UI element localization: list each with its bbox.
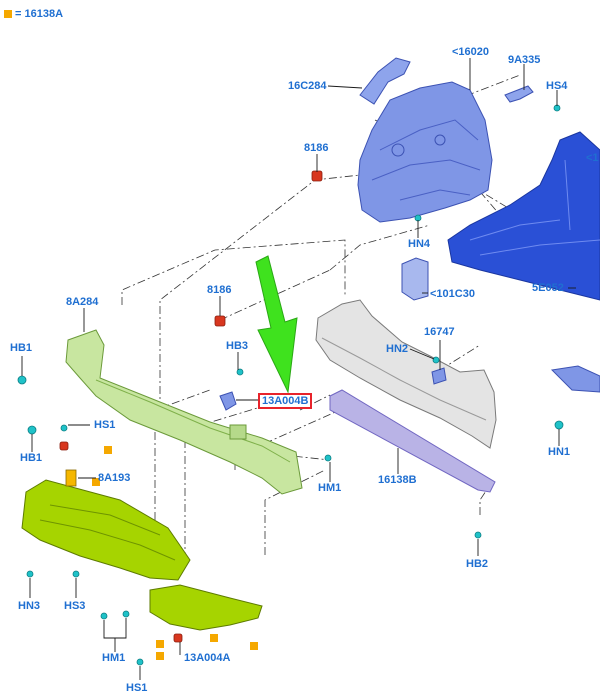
label-hn1: HN1 <box>548 446 571 458</box>
marker-16138a-5-icon <box>156 640 164 648</box>
marker-16138a-4-icon <box>250 642 258 650</box>
reference-markers <box>92 446 258 660</box>
label-hs1-upper: HS1 <box>94 419 116 431</box>
fender-apron-16020 <box>357 81 493 223</box>
clip-8a193-icon <box>65 469 77 487</box>
label-hm1-lower: HM1 <box>102 652 126 664</box>
nut-hm1-lower-left-icon <box>100 612 108 620</box>
label-hs1-lower: HS1 <box>126 682 148 694</box>
bracket-16c284 <box>359 57 411 105</box>
label-8186-upper: 8186 <box>304 142 329 154</box>
legend: = 16138A <box>4 8 63 20</box>
bolt-hb1-lower-icon <box>27 425 37 435</box>
label-16c284: 16C284 <box>288 80 327 92</box>
label-hs3: HS3 <box>64 600 86 612</box>
bolt-hb3-icon <box>236 368 244 376</box>
label-8186-lower: 8186 <box>207 284 232 296</box>
screw-hs3-icon <box>72 570 80 578</box>
marker-16138a-1-icon <box>104 446 112 454</box>
nut-hn3-icon <box>26 570 34 578</box>
clip-8186-lower-icon <box>214 315 226 327</box>
label-8a193: 8A193 <box>98 472 131 484</box>
label-hb2: HB2 <box>466 558 489 570</box>
radiator-support-8a284 <box>65 329 303 495</box>
bracket-9a335 <box>504 85 534 103</box>
label-9a335: 9A335 <box>508 54 541 66</box>
bracket-right-edge <box>550 365 600 393</box>
label-hn3: HN3 <box>18 600 41 612</box>
label-16020: <16020 <box>452 46 490 58</box>
screw-hs1-icon <box>60 424 68 432</box>
label-5e052: 5E052 <box>532 282 564 294</box>
label-16138b: 16138B <box>378 474 417 486</box>
label-8a284: 8A284 <box>66 296 99 308</box>
pointer-arrow-icon <box>255 255 298 394</box>
clip-13a004a-icon <box>173 633 183 643</box>
clips-8186 <box>59 170 323 643</box>
label-hm1-upper: HM1 <box>318 482 342 494</box>
label-16747: 16747 <box>424 326 455 338</box>
label-hb1-upper: HB1 <box>10 342 33 354</box>
fasteners <box>17 104 564 666</box>
nut-hn2-icon <box>432 356 440 364</box>
bolt-hb1-upper-icon <box>17 375 27 385</box>
label-1-right: <1 <box>586 152 599 164</box>
leader-lines <box>21 58 576 680</box>
legend-text: = 16138A <box>15 8 64 20</box>
absorber-16138b <box>329 389 496 493</box>
label-hb3: HB3 <box>226 340 249 352</box>
bumper-reinforcement <box>315 299 497 449</box>
marker-16138a-6-icon <box>156 652 164 660</box>
nut-hm1-lower-right-icon <box>122 610 130 618</box>
label-hs4: HS4 <box>546 80 568 92</box>
clip-lower-left-icon <box>59 441 69 451</box>
bracket-13a004b <box>219 391 237 411</box>
bracket-101c30 <box>401 257 429 301</box>
nut-hm1-icon <box>324 454 332 462</box>
nut-hn1-icon <box>554 420 564 430</box>
marker-16138a-3-icon <box>210 634 218 642</box>
label-13a004a: 13A004A <box>184 652 231 664</box>
side-panel-part-1 <box>447 131 600 301</box>
label-101c30: <101C30 <box>430 288 475 300</box>
label-13a004b-highlighted: 13A004B <box>258 393 313 409</box>
label-hn4: HN4 <box>408 238 431 250</box>
bolt-hb2-icon <box>474 531 482 539</box>
label-hb1-lower: HB1 <box>20 452 43 464</box>
marker-16138a-2-icon <box>92 478 100 486</box>
legend-swatch-icon <box>4 10 12 18</box>
label-hn2: HN2 <box>386 343 409 355</box>
lower-shield-8a193 <box>21 479 263 631</box>
clip-8186-upper-icon <box>311 170 323 182</box>
screw-hs1-lower-icon <box>136 658 144 666</box>
